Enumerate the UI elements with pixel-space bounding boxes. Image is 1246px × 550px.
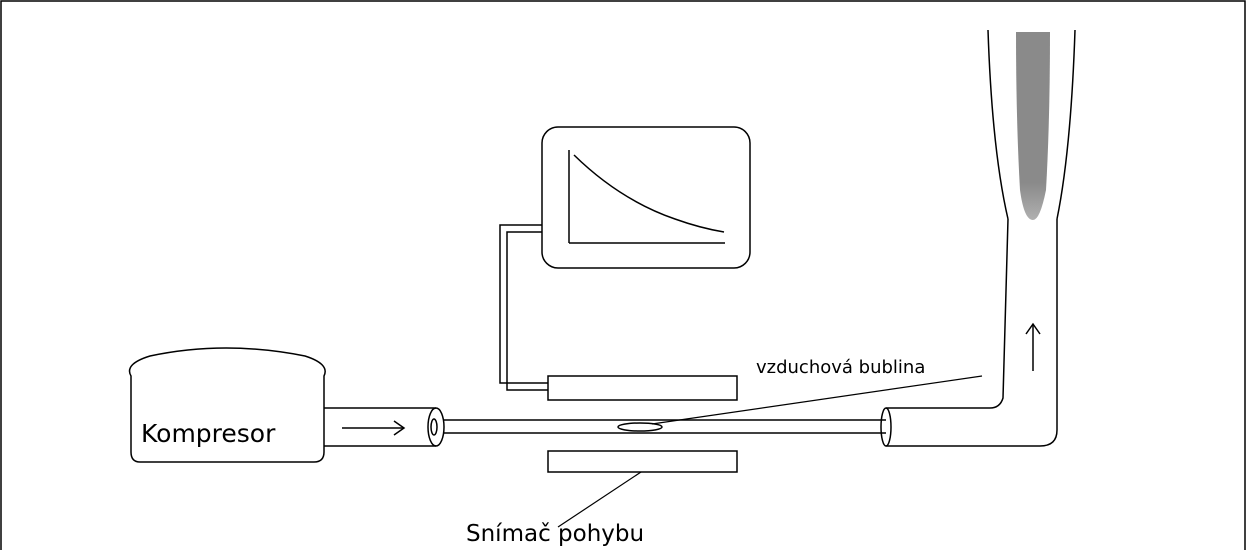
- elbow-connector: [880, 218, 1058, 447]
- air-bubble-label: vzduchová bublina: [756, 357, 925, 378]
- monitor-cable: [499, 224, 548, 391]
- motion-sensor-label: Snímač pohybu: [466, 521, 644, 547]
- funnel-tube: [987, 29, 1076, 220]
- recorder-monitor: [541, 126, 751, 269]
- motion-sensor-pointer: [557, 471, 642, 528]
- compressor-tank: [128, 347, 326, 463]
- flow-arrow-up-icon: [1025, 322, 1041, 371]
- fluid-column: [1016, 32, 1050, 220]
- motion-sensor: [547, 450, 738, 473]
- decay-curve-graph: [568, 150, 725, 244]
- compressor-label: Kompresor: [141, 419, 276, 448]
- air-bubble: [617, 422, 663, 432]
- compressor-connector: [324, 407, 445, 447]
- air-bubble-pointer: [651, 375, 983, 425]
- measuring-tube: [443, 419, 886, 434]
- transducer-bar: [547, 375, 738, 401]
- flow-arrow-right-icon: [342, 420, 406, 436]
